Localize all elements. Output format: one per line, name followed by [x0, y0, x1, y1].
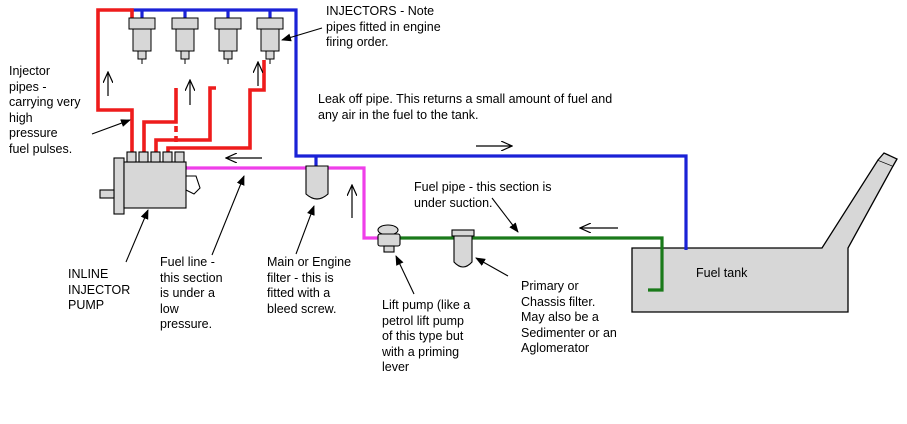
fuel-line-label: Fuel line - this section is under a low …	[160, 255, 223, 331]
leader-arrow-lift-pump	[395, 255, 415, 295]
inline-injector-pump	[99, 151, 201, 215]
fuel-tank-label: Fuel tank	[696, 266, 748, 280]
low-pressure-fuel-line	[181, 162, 386, 240]
injectors	[128, 17, 284, 64]
leader-arrow-main-filter	[295, 205, 315, 255]
leak-off-pipe-label: Leak off pipe. This returns a small amou…	[318, 92, 613, 122]
injector-pipes-label: Injector pipes - carrying very high pres…	[9, 64, 81, 156]
injectors-label: INJECTORS - Note pipes fitted in engine …	[326, 4, 441, 49]
fuel-pipe-label: Fuel pipe - this section is under suctio…	[414, 180, 552, 210]
leader-arrow-fuel-pipe	[491, 197, 519, 233]
flow-arrows	[108, 62, 618, 228]
injector-3	[214, 17, 242, 64]
main-filter	[305, 165, 329, 200]
injector-pipes	[96, 8, 266, 156]
primary-filter	[451, 229, 475, 268]
lift-pump-label: Lift pump (like a petrol lift pump of th…	[382, 298, 471, 374]
leader-arrow-pump	[125, 209, 149, 263]
suction-fuel-pipe	[398, 236, 664, 292]
fuel-tank	[631, 152, 898, 313]
injector-1	[128, 17, 156, 64]
primary-filter-label: Primary or Chassis filter. May also be a…	[521, 279, 617, 355]
leader-arrow-primary-filter	[475, 257, 509, 277]
injector-2	[171, 17, 199, 64]
leader-arrow-fuel-line	[211, 175, 245, 256]
leader-arrow-injector-pipes	[91, 119, 131, 135]
leader-arrows	[91, 27, 519, 295]
leader-arrow-injectors	[281, 27, 323, 42]
inline-injector-pump-label: INLINE INJECTOR PUMP	[68, 267, 131, 312]
injector-4	[256, 17, 284, 64]
lift-pump	[377, 224, 401, 253]
main-filter-label: Main or Engine filter - this is fitted w…	[267, 255, 352, 316]
